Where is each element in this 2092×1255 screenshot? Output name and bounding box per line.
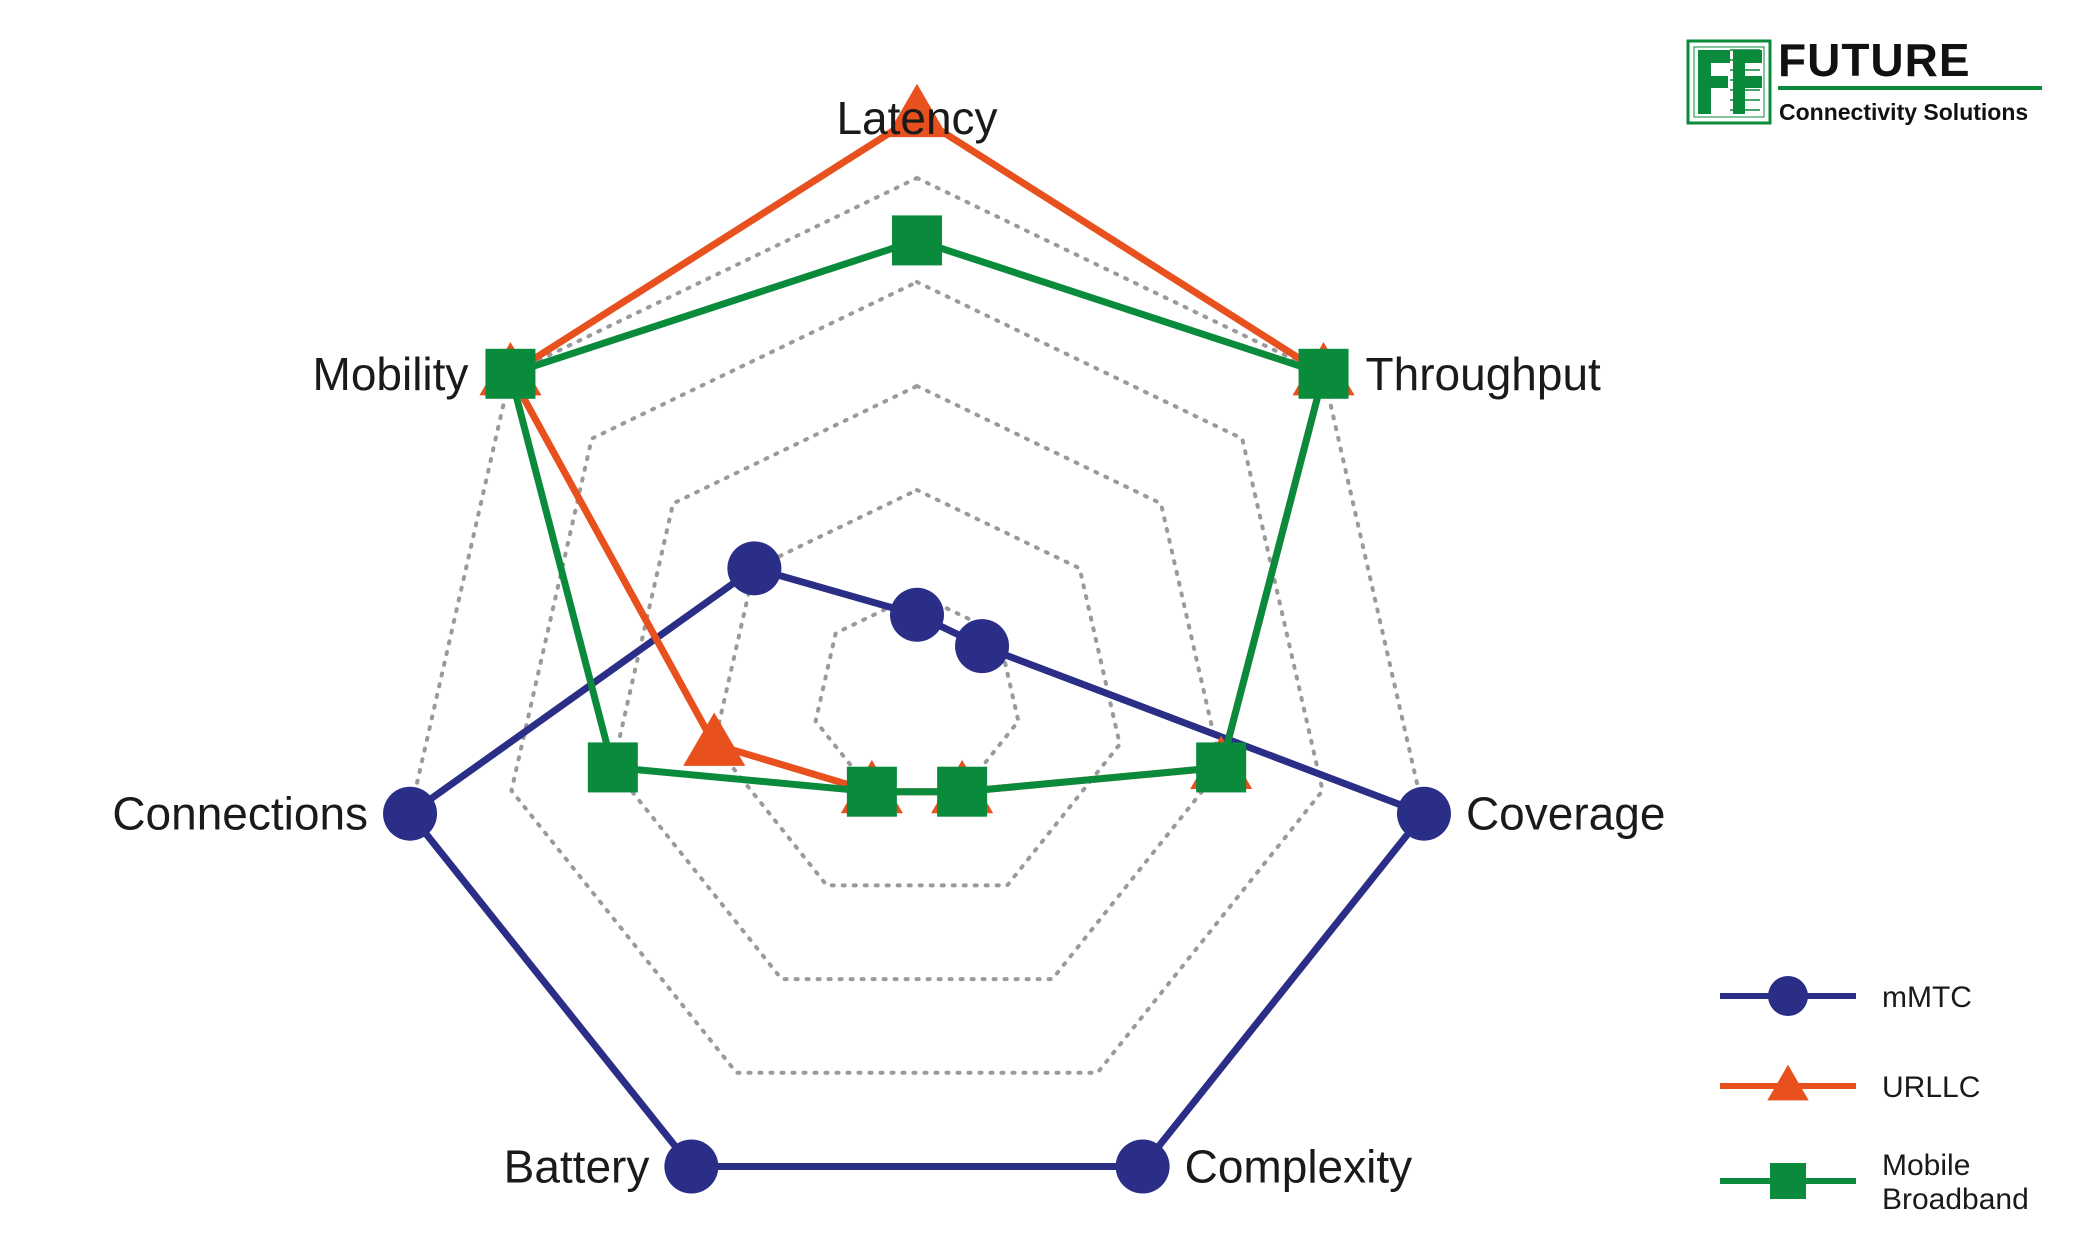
grid-rings: [407, 175, 1427, 1169]
logo-underline: [1778, 86, 2042, 90]
series-mobile-broadband: [485, 215, 1349, 817]
grid-ring-2: [712, 487, 1122, 888]
data-point-mobile-broadband-connections: [587, 742, 638, 793]
series-mmtc: [383, 541, 1451, 1194]
axis-label-throughput: Throughput: [1366, 348, 1601, 400]
legend-marker-mobile-broadband: [1770, 1163, 1806, 1199]
data-point-mobile-broadband-latency: [892, 215, 942, 266]
legend-item-urllc: URLLC: [1720, 1064, 1980, 1104]
future-logo-icon: [1686, 39, 1772, 125]
axis-label-battery: Battery: [504, 1141, 650, 1193]
legend-item-mmtc: mMTC: [1720, 976, 1972, 1016]
legend-marker-mmtc: [1768, 976, 1808, 1016]
logo-title: FUTURE: [1778, 34, 1971, 86]
logo-tagline: Connectivity Solutions: [1779, 99, 2028, 125]
data-point-urllc-connections: [683, 712, 746, 766]
data-point-mmtc-connections: [383, 786, 438, 841]
data-point-mobile-broadband-coverage: [1196, 742, 1247, 793]
data-point-mmtc-throughput: [955, 619, 1010, 674]
data-point-mmtc-coverage: [1396, 786, 1451, 841]
legend-label-mobile-broadband: Mobile: [1882, 1149, 1970, 1182]
data-point-mmtc-mobility: [727, 541, 782, 596]
legend-marker-urllc: [1767, 1064, 1809, 1101]
grid-ring-3: [610, 383, 1224, 982]
legend-label-mobile-broadband: Broadband: [1882, 1183, 2029, 1216]
axis-label-latency: Latency: [836, 92, 997, 144]
grid-ring-5: [407, 175, 1427, 1169]
axis-label-connections: Connections: [112, 788, 368, 840]
grid-ring-4: [509, 279, 1325, 1075]
grid-ring-1: [813, 591, 1021, 794]
legend-label-mmtc: mMTC: [1882, 981, 1972, 1014]
series-line-mmtc: [406, 564, 1428, 1170]
data-point-mobile-broadband-throughput: [1298, 348, 1349, 399]
axis-label-coverage: Coverage: [1466, 788, 1665, 840]
axis-label-mobility: Mobility: [313, 348, 469, 400]
data-point-urllc-latency: [885, 83, 949, 138]
data-point-mmtc-latency: [890, 587, 944, 642]
data-point-mmtc-complexity: [1115, 1139, 1170, 1194]
data-point-mobile-broadband-complexity: [937, 766, 988, 817]
series-line-mobile-broadband: [506, 236, 1328, 796]
series-lines: [383, 83, 1451, 1194]
axis-label-complexity: Complexity: [1185, 1141, 1413, 1193]
legend-label-urllc: URLLC: [1882, 1071, 1980, 1104]
logo: FUTURE Connectivity Solutions: [1686, 34, 2042, 125]
data-point-mobile-broadband-battery: [846, 766, 897, 817]
data-point-mmtc-battery: [664, 1139, 719, 1194]
series-urllc: [479, 83, 1355, 814]
data-point-mobile-broadband-mobility: [485, 348, 536, 399]
